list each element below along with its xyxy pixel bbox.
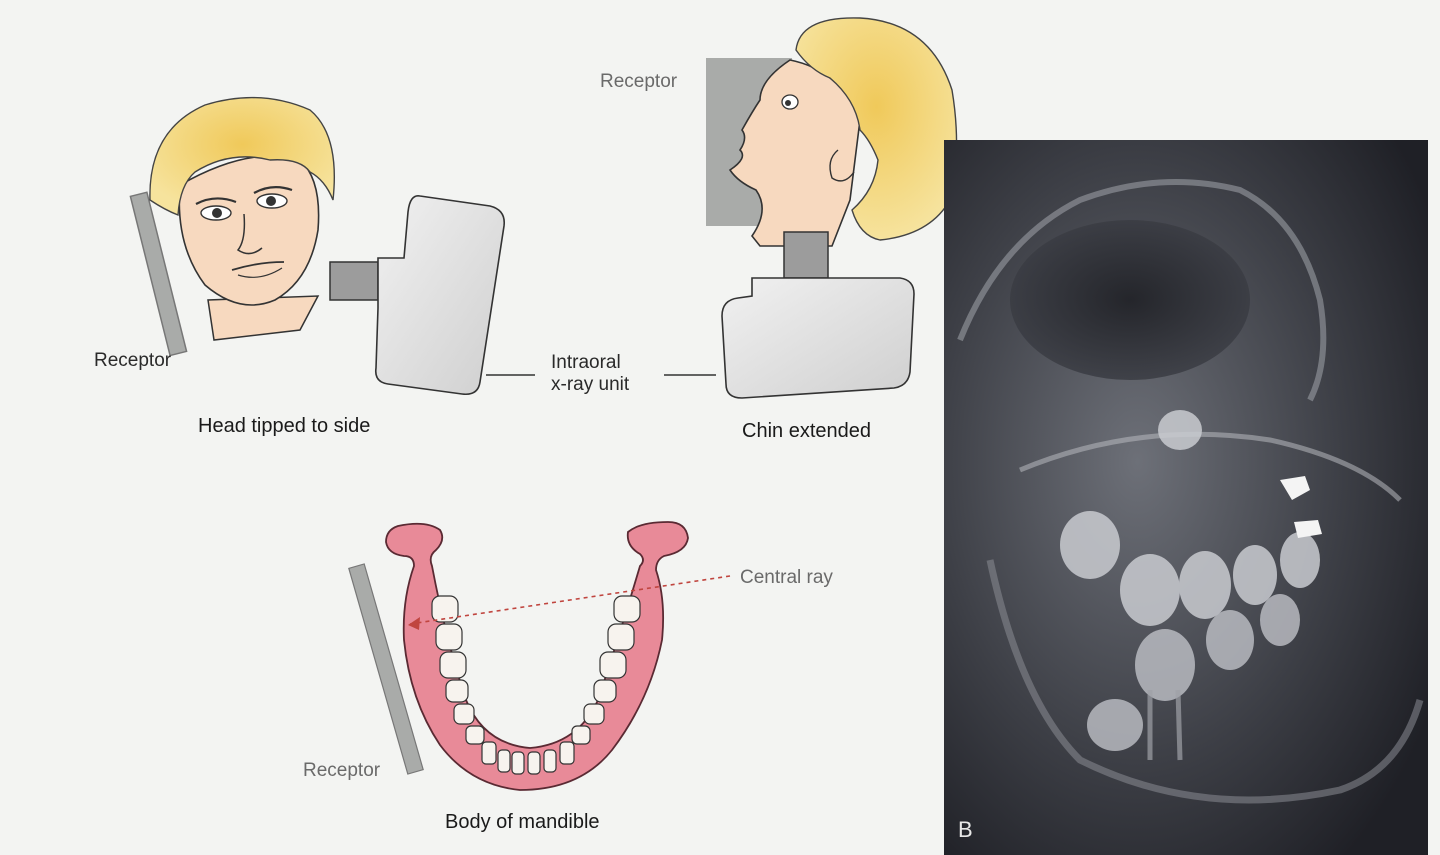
xray-unit-label: Intraoral x-ray unit	[551, 352, 630, 395]
central-ray-arrowhead	[408, 617, 420, 630]
central-ray-line	[409, 575, 731, 625]
teeth-left	[431, 595, 525, 775]
face-left	[178, 155, 320, 306]
teeth-right	[527, 595, 641, 775]
caption-body-of-mandible: Body of mandible	[445, 811, 600, 833]
caption-chin-extended: Chin extended	[742, 420, 871, 442]
receptor-label-mandible: Receptor	[303, 760, 381, 781]
mandible-body	[385, 521, 689, 791]
receptor-label-right: Receptor	[600, 71, 678, 92]
central-ray-label: Central ray	[740, 567, 833, 588]
caption-head-tipped: Head tipped to side	[198, 415, 371, 437]
mandible-figure	[348, 521, 731, 791]
receptor-label-left: Receptor	[94, 350, 172, 371]
xray-unit-right	[721, 277, 915, 399]
xray-unit-left	[374, 195, 506, 396]
hair-right	[795, 17, 958, 241]
hair-left	[149, 96, 336, 216]
receptor-plate-mandible	[348, 563, 424, 775]
neck-left	[207, 295, 320, 341]
chin-extended-figure	[706, 17, 958, 399]
receptor-plate-left	[129, 191, 188, 357]
panel-b-letter: B	[958, 817, 973, 842]
xray-cone-left	[329, 261, 379, 301]
radiograph-panel	[944, 140, 1428, 855]
xray-cone-right	[783, 231, 829, 279]
head-tipped-figure	[129, 96, 506, 396]
